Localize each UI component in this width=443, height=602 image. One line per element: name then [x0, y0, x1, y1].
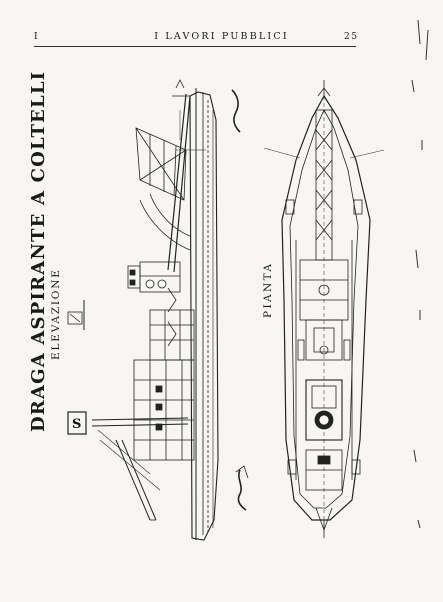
page-number: 25	[344, 32, 359, 42]
page-header-left: I	[34, 32, 40, 42]
margin-marks	[411, 19, 429, 529]
header-rule	[34, 46, 356, 47]
funnel-letter: S	[72, 417, 81, 432]
running-head: I LAVORI PUBBLICI	[154, 31, 289, 42]
